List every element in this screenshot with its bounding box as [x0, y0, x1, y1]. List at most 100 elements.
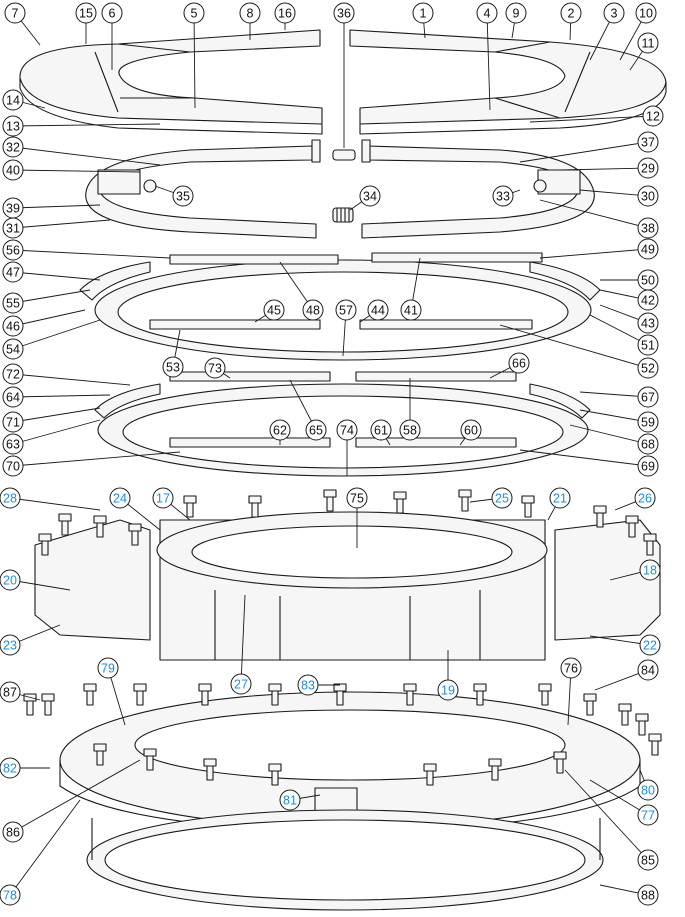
leader-line-69	[519, 449, 649, 467]
callout-80: 80	[637, 779, 659, 801]
callout-circle	[346, 487, 368, 509]
callout-number: 24	[113, 492, 127, 506]
callout-circle	[603, 2, 625, 24]
callout-circle	[370, 419, 392, 441]
callout-number: 62	[273, 424, 287, 438]
callout-26: 26	[634, 487, 656, 509]
callout-61: 61	[370, 419, 392, 441]
callout-13: 13	[2, 115, 24, 137]
callout-number: 37	[641, 136, 655, 150]
callout-circle	[183, 2, 205, 24]
callout-59: 59	[637, 411, 659, 433]
callout-circle	[0, 681, 21, 703]
callout-circle	[637, 185, 659, 207]
bolt	[248, 495, 262, 518]
callout-25: 25	[491, 487, 513, 509]
callout-number: 3	[611, 7, 618, 21]
callout-number: 17	[156, 492, 170, 506]
callout-number: 12	[646, 110, 660, 124]
callout-58: 58	[399, 419, 421, 441]
bolt	[198, 683, 212, 706]
callout-circle	[492, 185, 514, 207]
leader-line-71	[12, 407, 101, 423]
callout-circle	[560, 2, 582, 24]
callout-circle	[335, 299, 357, 321]
callout-number: 26	[638, 492, 652, 506]
callout-50: 50	[637, 269, 659, 291]
callout-circle	[637, 334, 659, 356]
callout-47: 47	[2, 261, 24, 283]
leader-line-85	[564, 769, 649, 861]
callout-20: 20	[0, 569, 21, 591]
callout-circle	[0, 634, 21, 656]
callout-circle	[637, 357, 659, 379]
bolt	[268, 683, 282, 706]
callout-number: 9	[513, 7, 520, 21]
callout-number: 87	[3, 686, 17, 700]
bolt	[323, 489, 337, 512]
callout-34: 34	[359, 185, 381, 207]
callout-63: 63	[2, 433, 24, 455]
leader-line-46	[12, 309, 86, 327]
leader-line-51	[589, 314, 649, 346]
callout-number: 2	[568, 7, 575, 21]
callout-number: 47	[6, 266, 20, 280]
callout-number: 16	[278, 7, 292, 21]
callout-number: 64	[6, 391, 20, 405]
callout-10: 10	[635, 2, 657, 24]
callout-number: 83	[301, 679, 315, 693]
callout-29: 29	[637, 157, 659, 179]
callout-circle	[2, 115, 24, 137]
callout-number: 57	[339, 304, 353, 318]
bolt	[393, 491, 407, 514]
callout-circle	[297, 674, 319, 696]
callout-circle	[637, 312, 659, 334]
callout-76: 76	[560, 657, 582, 679]
bolt	[268, 763, 282, 786]
callout-number: 59	[641, 416, 655, 430]
callout-circle	[269, 419, 291, 441]
callout-circle	[2, 386, 24, 408]
callout-number: 80	[641, 784, 655, 798]
callout-number: 55	[6, 297, 20, 311]
callout-circle	[302, 299, 324, 321]
callout-number: 76	[564, 662, 578, 676]
callout-45: 45	[263, 299, 285, 321]
callout-32: 32	[2, 136, 24, 158]
callout-circle	[460, 419, 482, 441]
callout-number: 22	[643, 639, 657, 653]
callout-60: 60	[460, 419, 482, 441]
callout-16: 16	[274, 2, 296, 24]
leader-line-68	[569, 424, 649, 445]
bolt	[128, 523, 142, 546]
callout-number: 58	[403, 424, 417, 438]
callout-number: 10	[639, 7, 653, 21]
callout-number: 77	[641, 809, 655, 823]
leader-line-39	[12, 204, 101, 209]
callout-55: 55	[2, 292, 24, 314]
assembly-drawing	[19, 29, 667, 911]
callout-number: 1	[420, 7, 427, 21]
leader-line-38	[539, 199, 649, 229]
callout-number: 54	[6, 343, 20, 357]
bolt	[488, 758, 502, 781]
leader-line-55	[12, 289, 91, 304]
callout-65: 65	[305, 419, 327, 441]
callout-circle	[637, 455, 659, 477]
callout-circle	[2, 261, 24, 283]
callout-number: 14	[6, 94, 20, 108]
leader-line-78	[9, 799, 81, 896]
bolt	[41, 693, 55, 716]
callout-14: 14	[2, 89, 24, 111]
leader-line-28	[9, 497, 101, 511]
callout-circle	[279, 789, 301, 811]
callout-number: 28	[3, 492, 17, 506]
callout-27: 27	[230, 673, 252, 695]
callout-circle	[637, 238, 659, 260]
leader-line-59	[579, 409, 649, 423]
callout-number: 72	[6, 368, 20, 382]
callout-circle	[400, 299, 422, 321]
callout-number: 29	[641, 162, 655, 176]
callout-number: 6	[109, 7, 116, 21]
